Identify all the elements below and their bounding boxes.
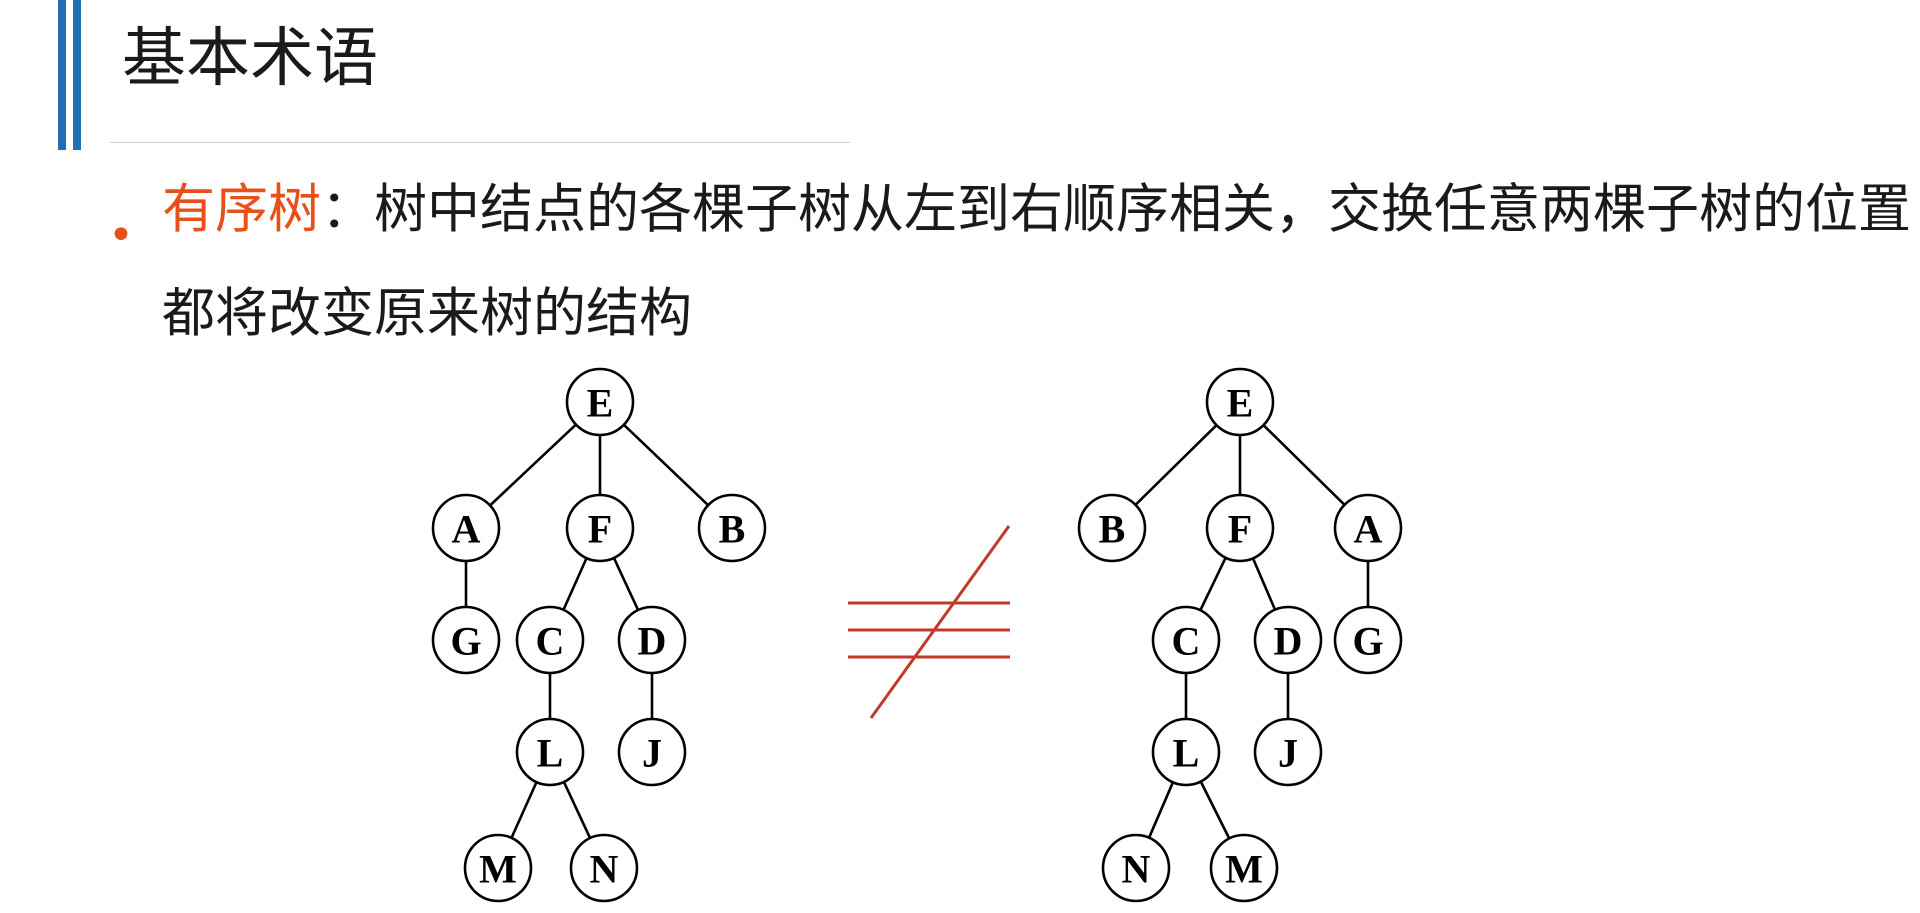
tree-node: M: [1209, 833, 1279, 903]
tree-node-label: N: [1122, 847, 1151, 892]
tree-node-circle: [1205, 493, 1275, 563]
tree-node-circle: [1253, 605, 1323, 675]
tree-node: E: [1205, 367, 1275, 437]
tree-node-circle: [1077, 493, 1147, 563]
tree-node-circle: [565, 493, 635, 563]
bullet-definition: ：树中结点的各棵子树从左到右顺序相关，交换任意两棵子树的位置都将改变原来树的结构: [162, 179, 1911, 344]
tree-node-circle: [515, 717, 585, 787]
tree-node-label: D: [638, 619, 667, 664]
tree-node-label: M: [1225, 847, 1263, 892]
bullet-text: 有序树：树中结点的各棵子树从左到右顺序相关，交换任意两棵子树的位置都将改变原来树…: [162, 158, 1912, 366]
tree-node-circle: [1209, 833, 1279, 903]
neq-slash: [869, 525, 1011, 719]
tree-node-label: J: [642, 731, 662, 776]
tree-node: M: [463, 833, 533, 903]
tree-node-label: G: [1352, 619, 1383, 664]
tree-node-label: F: [588, 507, 612, 552]
tree-node-label: B: [719, 507, 746, 552]
tree-node: L: [515, 717, 585, 787]
tree-edge: [622, 423, 710, 507]
tree-node: G: [431, 605, 501, 675]
tree-node-label: L: [1173, 731, 1200, 776]
tree-edge: [1147, 781, 1175, 839]
tree-node-circle: [1151, 717, 1221, 787]
not-identical-symbol: [848, 525, 1011, 719]
tree-node: E: [565, 367, 635, 437]
tree-node-label: C: [536, 619, 565, 664]
tree-node: L: [1151, 717, 1221, 787]
tree-node-circle: [1151, 605, 1221, 675]
left-tree: E A F B G C D L J M N: [431, 367, 767, 903]
tree-node-circle: [431, 493, 501, 563]
bullet-icon: •: [108, 210, 134, 261]
tree-node-circle: [617, 605, 687, 675]
title-divider: [110, 142, 850, 143]
tree-node-circle: [617, 717, 687, 787]
tree-node-circle: [1101, 833, 1171, 903]
tree-edge: [1199, 780, 1231, 840]
tree-edge: [1262, 424, 1346, 506]
tree-node: A: [1333, 493, 1403, 563]
tree-node-circle: [515, 605, 585, 675]
tree-node-label: G: [450, 619, 481, 664]
tree-node-label: B: [1099, 507, 1126, 552]
tree-edge: [1251, 557, 1277, 611]
tree-node: A: [431, 493, 501, 563]
slide-title: 基本术语: [122, 22, 378, 96]
tree-node: C: [515, 605, 585, 675]
tree-edge: [562, 557, 588, 611]
tree-node-label: L: [537, 731, 564, 776]
tree-node-circle: [697, 493, 767, 563]
right-tree: E B F A C D G L J N M: [1077, 367, 1403, 903]
tree-node-label: A: [452, 507, 481, 552]
tree-node-circle: [565, 367, 635, 437]
tree-edge: [1199, 557, 1227, 611]
tree-node-circle: [1333, 493, 1403, 563]
tree-node-label: N: [590, 847, 619, 892]
tree-node: D: [617, 605, 687, 675]
tree-edge: [612, 557, 640, 611]
tree-node-label: J: [1278, 731, 1298, 776]
tree-edge: [489, 423, 577, 507]
tree-node-label: E: [587, 381, 614, 426]
tree-node: D: [1253, 605, 1323, 675]
tree-node-circle: [1333, 605, 1403, 675]
tree-node-label: M: [479, 847, 517, 892]
tree-node: N: [569, 833, 639, 903]
tree-node: B: [1077, 493, 1147, 563]
tree-node: N: [1101, 833, 1171, 903]
tree-node: C: [1151, 605, 1221, 675]
title-accent-bar: [73, 0, 81, 150]
tree-node: J: [617, 717, 687, 787]
tree-edge: [1134, 424, 1218, 506]
tree-edge: [510, 781, 538, 839]
tree-node-label: C: [1172, 619, 1201, 664]
tree-node: J: [1253, 717, 1323, 787]
tree-node-label: A: [1354, 507, 1383, 552]
tree-node: G: [1333, 605, 1403, 675]
tree-node-circle: [569, 833, 639, 903]
tree-node-label: F: [1228, 507, 1252, 552]
bullet-term: 有序树: [162, 179, 321, 240]
title-accent-bar: [58, 0, 66, 150]
tree-node-label: E: [1227, 381, 1254, 426]
tree-node-circle: [1253, 717, 1323, 787]
tree-node: F: [1205, 493, 1275, 563]
tree-node-circle: [463, 833, 533, 903]
tree-node-label: D: [1274, 619, 1303, 664]
tree-node: F: [565, 493, 635, 563]
tree-node-circle: [1205, 367, 1275, 437]
tree-node: B: [697, 493, 767, 563]
tree-edge: [562, 781, 592, 839]
tree-node-circle: [431, 605, 501, 675]
